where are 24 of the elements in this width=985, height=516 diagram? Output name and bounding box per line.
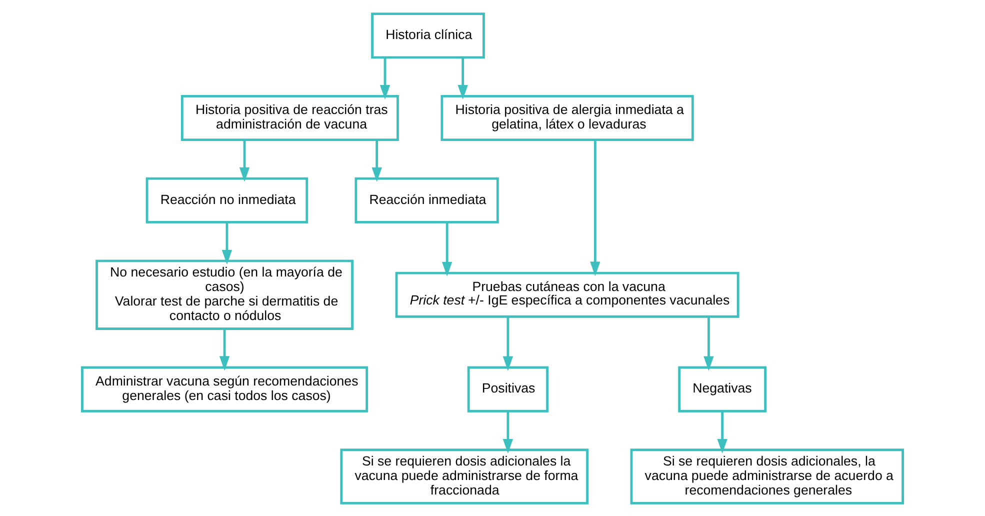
node-box: Si se requieren dosis adicionales, la vacuna puede administrarse de acuerdo a recomendaciones generales — [630, 448, 904, 504]
node-box: Historia positiva de alergia inmediata a gelatina, látex o levaduras — [440, 94, 694, 141]
arrow — [239, 140, 250, 182]
node-box: Reacción inmediata — [354, 176, 499, 223]
arrow — [502, 410, 514, 453]
arrow — [372, 140, 382, 182]
node-box: Si se requieren dosis adicionales la vacuna puede administrarse de forma fraccionada — [340, 448, 588, 504]
arrow — [590, 140, 600, 276]
node-box: Negativas — [678, 366, 767, 412]
node-box: Historia positiva de reacción tras administración de vacuna — [180, 94, 399, 141]
arrow — [442, 222, 452, 276]
node-box: Administrar vacuna según recomendaciones generales (en casi todos los casos) — [81, 366, 368, 412]
arrow — [717, 410, 728, 453]
node-box: Historia clínica — [371, 12, 485, 58]
node-box: Reacción no inmediata — [146, 176, 308, 223]
arrow — [502, 316, 514, 370]
node-box: Pruebas cutáneas con la vacuna Prick test +/- IgE específica a componentes vacunales — [395, 271, 740, 318]
node-box: No necesario estudio (en la mayoría de casos) Valorar test de parche si dermatitis de contacto o nódulos — [96, 259, 354, 330]
arrow — [380, 57, 390, 100]
arrow — [219, 328, 230, 370]
arrow — [704, 316, 714, 370]
node-box: Positivas — [467, 366, 549, 412]
arrow — [222, 222, 232, 264]
arrow — [458, 57, 468, 100]
